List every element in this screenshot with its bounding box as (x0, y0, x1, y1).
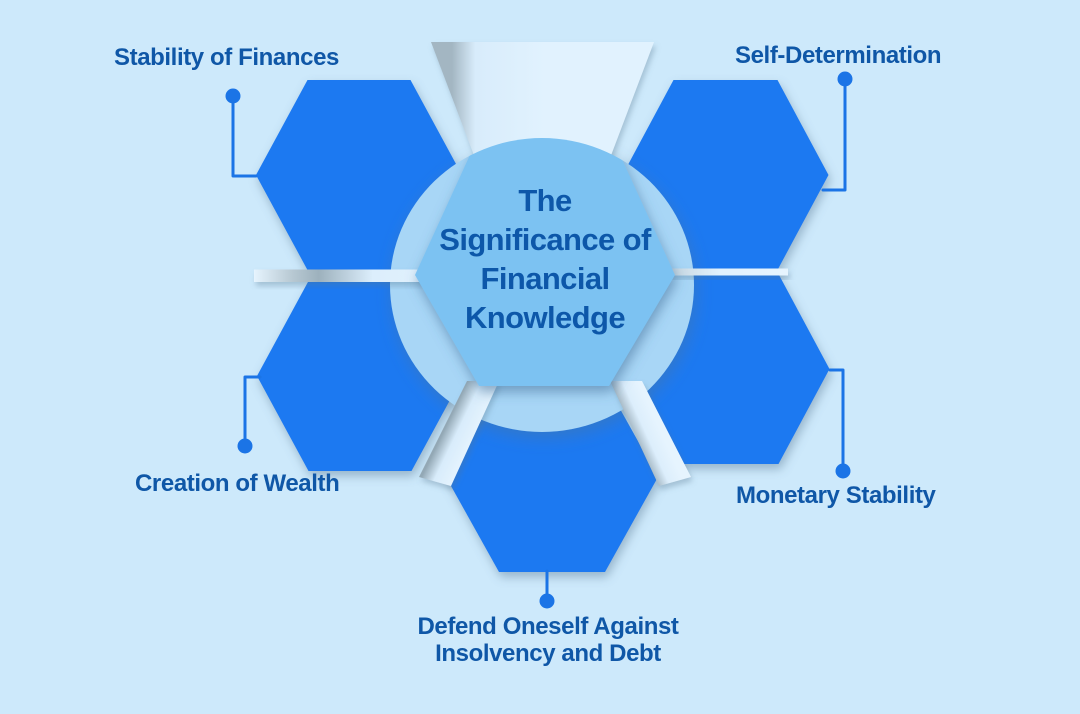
connector-monetary-stability (828, 368, 845, 470)
connector-dot-defend-insolvency (539, 593, 555, 609)
label-self-determination: Self-Determination (735, 42, 942, 69)
connector-dot-creation-of-wealth (237, 438, 253, 454)
connector-stability-of-finances (231, 97, 258, 178)
connector-dot-monetary-stability (835, 463, 851, 479)
channel-right (664, 268, 788, 276)
label-creation-of-wealth: Creation of Wealth (135, 470, 340, 497)
channel-left (254, 269, 458, 282)
connector-self-determination (821, 80, 847, 192)
label-monetary-stability: Monetary Stability (736, 482, 936, 509)
channel-bottom-left (419, 381, 499, 486)
center-title: The Significance of Financial Knowledge (439, 183, 651, 335)
center-hexagon (415, 138, 675, 386)
label-stability-of-finances: Stability of Finances (114, 44, 339, 71)
connector-dot-self-determination (837, 71, 853, 87)
connector-creation-of-wealth (243, 375, 262, 445)
label-defend-insolvency: Defend Oneself Against Insolvency and De… (417, 613, 679, 667)
channel-top (431, 42, 654, 158)
hexagon-defend-insolvency (446, 382, 658, 572)
channel-bottom-right (610, 381, 691, 486)
connector-dot-stability-of-finances (225, 88, 241, 104)
